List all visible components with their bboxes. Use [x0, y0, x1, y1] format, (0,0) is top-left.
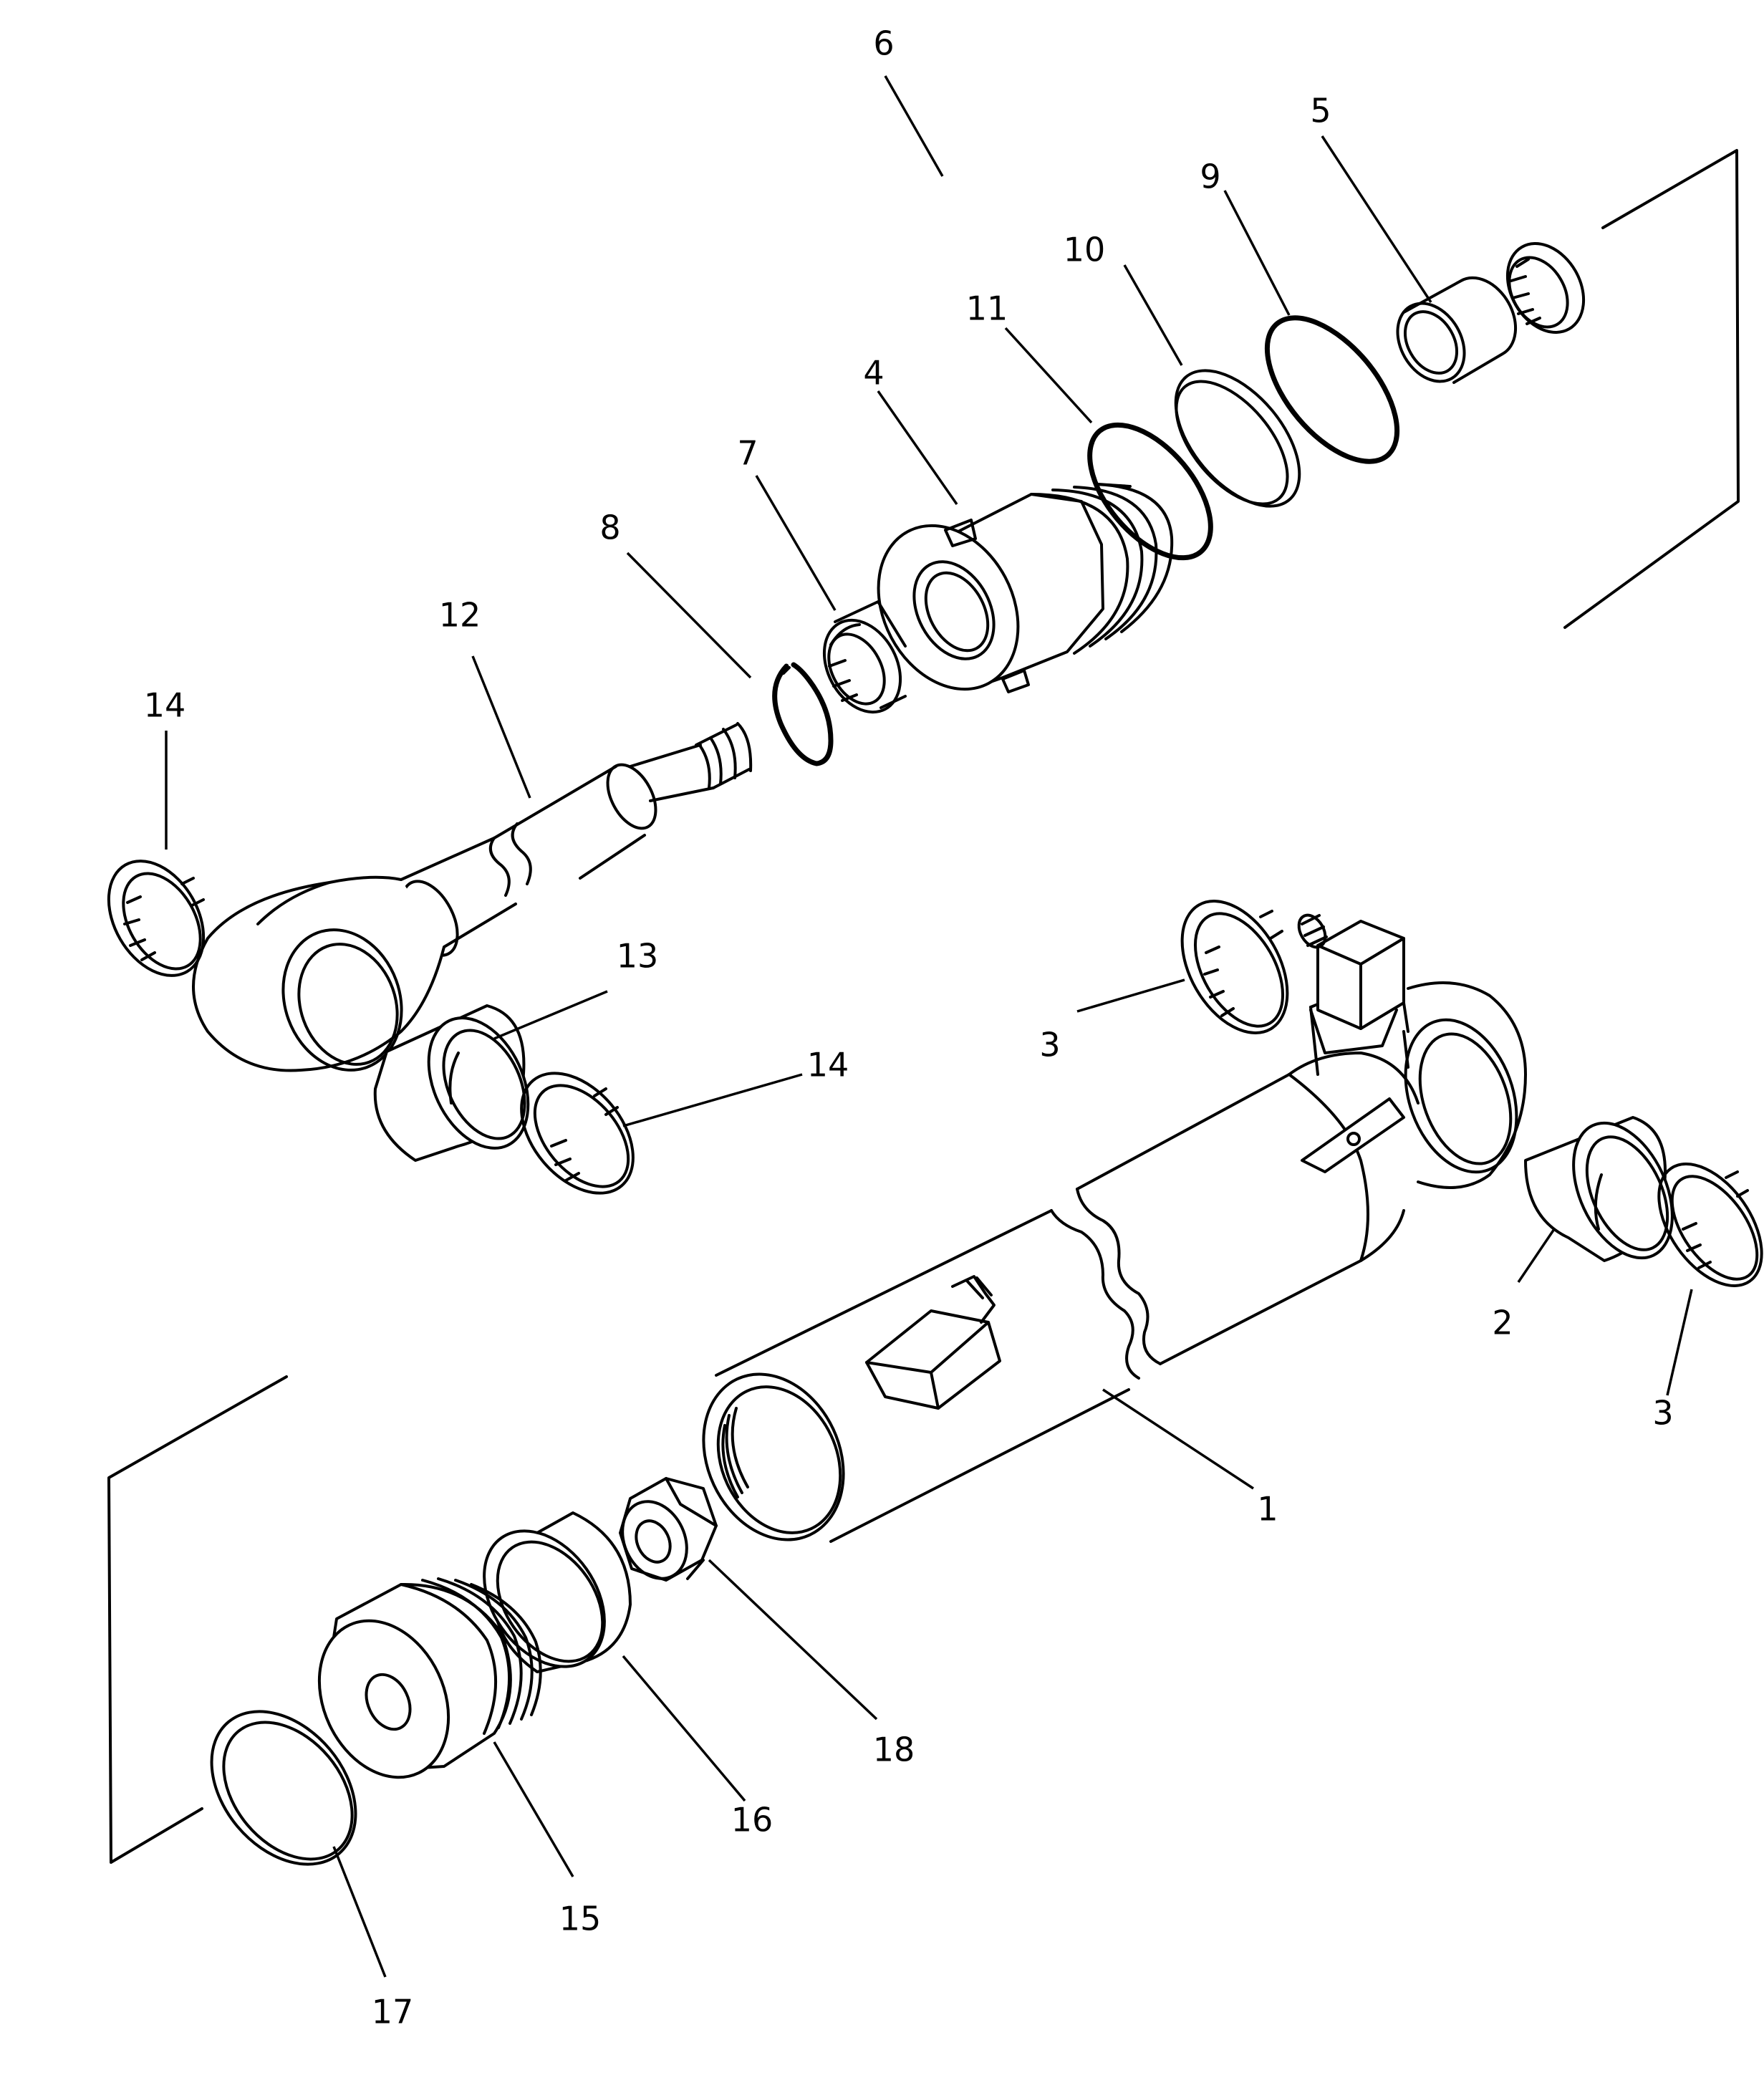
part-2-bushing [1524, 1116, 1674, 1262]
part-labels: 6 5 9 10 11 4 7 8 12 14 13 14 3 1 2 3 18… [144, 24, 1674, 2031]
part-7-bushing [822, 600, 907, 714]
label-part-7: 7 [737, 434, 758, 473]
part-14-dust-seal-left [107, 860, 206, 977]
label-part-3-upper: 3 [1039, 1026, 1060, 1064]
lower-bracket-lines [107, 1375, 288, 1864]
part-1-cylinder-tube [702, 913, 1527, 1543]
part-18-nut [619, 1477, 718, 1582]
label-part-5: 5 [1310, 92, 1331, 130]
label-part-18: 18 [873, 1731, 915, 1769]
label-part-15: 15 [559, 1900, 602, 1938]
label-part-11: 11 [966, 289, 1008, 328]
label-part-6: 6 [873, 24, 894, 63]
part-6-bearing [1505, 242, 1586, 334]
label-part-9: 9 [1200, 158, 1220, 196]
part-14-dust-seal-right [520, 1072, 635, 1195]
part-4-cylinder-head [877, 483, 1174, 693]
label-part-8: 8 [599, 509, 620, 547]
label-part-14-right: 14 [807, 1046, 849, 1084]
label-part-3-lower: 3 [1652, 1394, 1673, 1433]
part-11-o-ring [1087, 422, 1213, 561]
label-part-16: 16 [731, 1801, 773, 1839]
label-part-10: 10 [1064, 231, 1106, 269]
part-13-bushing [373, 1004, 530, 1162]
part-8-snap-ring [772, 662, 834, 766]
label-part-1: 1 [1257, 1490, 1278, 1529]
part-15-piston [317, 1577, 542, 1779]
label-part-17: 17 [372, 1993, 414, 2031]
part-12-piston-rod [192, 722, 753, 1072]
label-part-14-left: 14 [144, 686, 186, 725]
label-part-2: 2 [1492, 1304, 1513, 1342]
upper-bracket-lines [1563, 149, 1740, 629]
part-17-ring [210, 1710, 357, 1866]
part-3-dust-seal-lower [1657, 1163, 1763, 1287]
part-5-bushing [1396, 276, 1518, 384]
part-3-dust-seal-upper [1180, 900, 1289, 1034]
label-part-4: 4 [863, 354, 884, 393]
part-10-backup-ring [1174, 369, 1301, 508]
leader-lines [165, 75, 1693, 1978]
part-9-o-ring [1264, 315, 1400, 464]
label-part-13: 13 [617, 937, 659, 976]
label-part-12: 12 [439, 596, 481, 635]
part-16-wear-ring [483, 1511, 632, 1673]
